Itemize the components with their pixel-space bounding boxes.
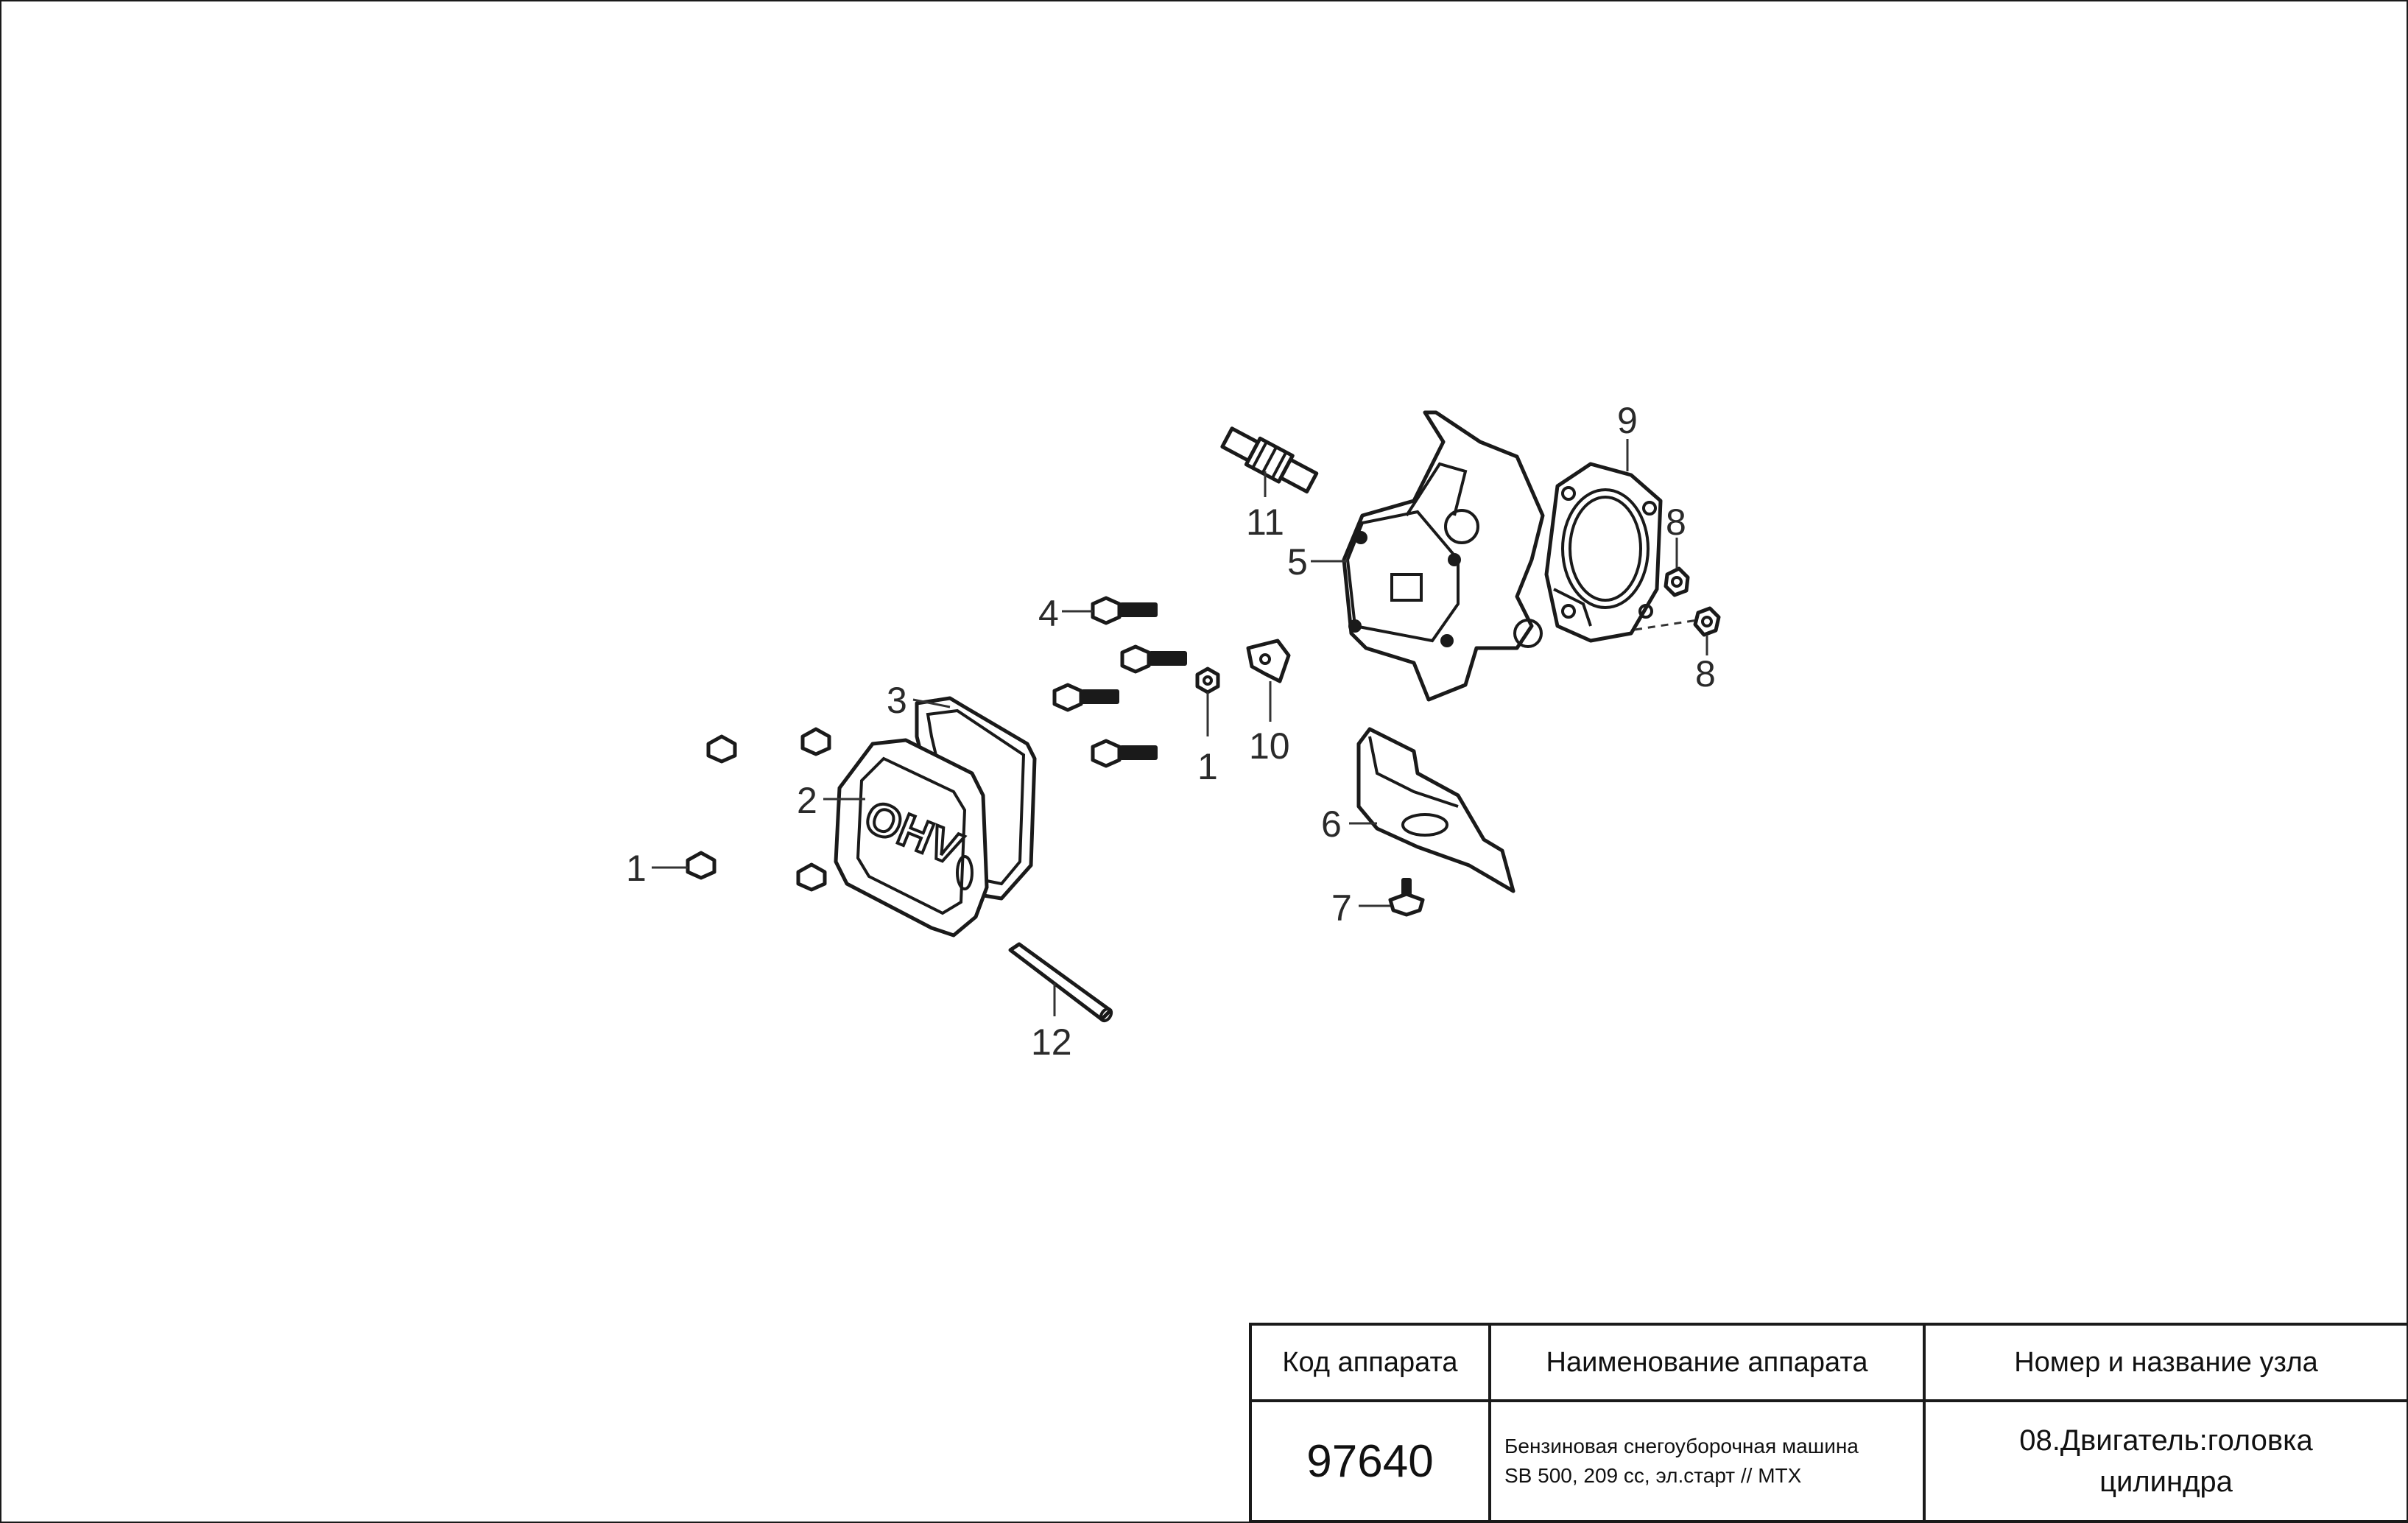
cylinder-head-part (1342, 410, 1545, 702)
callout-1-lower: 1 (626, 848, 647, 889)
header-code: Код аппарата (1249, 1323, 1491, 1402)
cover-bolt-part-2 (800, 727, 831, 756)
callout-3: 3 (887, 680, 907, 721)
head-gasket-part (1544, 462, 1663, 643)
device-name-line-1: Бензиновая снегоуборочная машина (1504, 1435, 1859, 1457)
breather-tube-part (1008, 942, 1113, 1023)
bolt-part-3 (1052, 683, 1119, 712)
callout-12: 12 (1031, 1021, 1072, 1063)
leader-3 (912, 698, 951, 708)
bracket-part (1246, 639, 1291, 683)
stud-axis-line (1634, 619, 1698, 631)
cover-bolt-part-1 (706, 734, 737, 764)
bolt-part-4 (1091, 739, 1158, 768)
title-block: Код аппарата Наименование аппарата Номер… (1249, 1323, 2408, 1523)
bolt-part-2 (1120, 644, 1187, 674)
callout-5: 5 (1287, 541, 1308, 583)
node-name-line-1: 08.Двигатель:головка (2019, 1424, 2313, 1457)
nut-part-lower (1693, 606, 1721, 637)
callout-11: 11 (1246, 502, 1284, 543)
valve-cover-part: OHV (834, 738, 989, 938)
callout-8-lower: 8 (1695, 653, 1716, 694)
device-name-line-2: SB 500, 209 cc, эл.старт // MTX (1504, 1464, 1802, 1487)
header-node: Номер и название узла (1923, 1323, 2408, 1402)
header-name: Наименование аппарата (1488, 1323, 1926, 1402)
callout-9: 9 (1617, 400, 1638, 441)
small-nut-part (1195, 666, 1220, 694)
nut-part-upper (1664, 566, 1690, 597)
device-code: 97640 (1249, 1399, 1491, 1523)
spark-plug-part (1220, 426, 1319, 494)
cover-bolt-part-4 (796, 862, 827, 892)
cover-bolt-part-3 (686, 851, 717, 880)
callout-10: 10 (1249, 725, 1290, 767)
callout-1-upper: 1 (1197, 746, 1218, 787)
deflector-plate-part (1356, 727, 1515, 893)
node-name-line-2: цилиндра (2099, 1466, 2233, 1498)
callout-8-upper: 8 (1666, 502, 1686, 543)
device-name: Бензиновая снегоуборочная машина SB 500,… (1488, 1399, 1926, 1523)
bolt-part-1 (1091, 596, 1158, 625)
node-name: 08.Двигатель:головка цилиндра (1923, 1399, 2408, 1523)
callout-6: 6 (1321, 803, 1342, 845)
callout-7: 7 (1331, 887, 1352, 929)
callout-2: 2 (797, 780, 817, 821)
callout-4: 4 (1038, 593, 1059, 634)
screw-part (1388, 878, 1425, 917)
